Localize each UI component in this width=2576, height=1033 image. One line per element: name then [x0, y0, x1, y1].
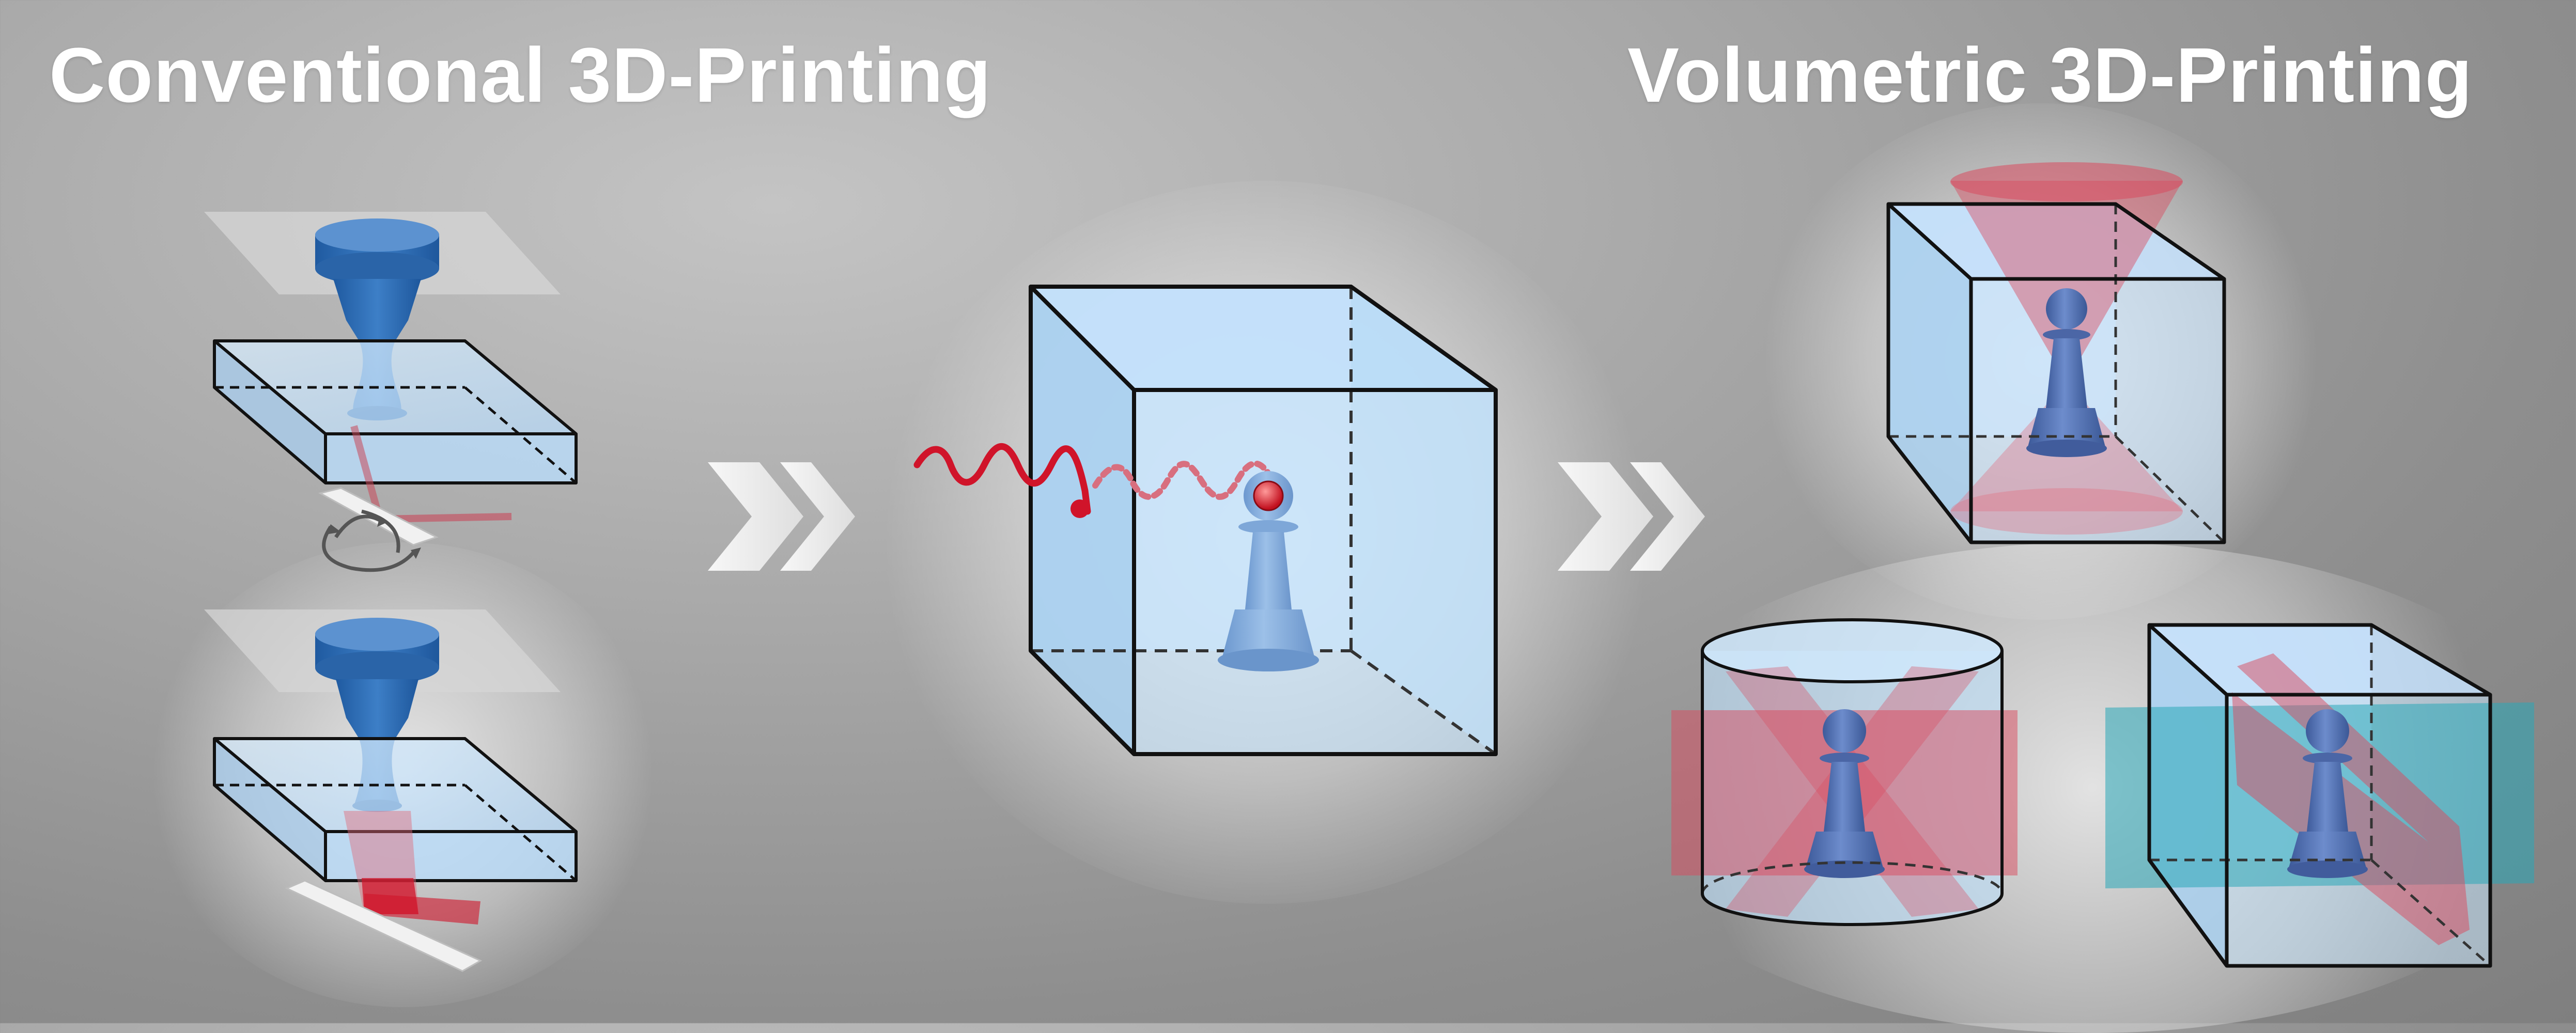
light-cone-top-rim — [1950, 162, 2183, 201]
rotate-arrows-icon — [322, 509, 421, 572]
pawn-icon — [1804, 709, 1885, 878]
focal-point — [1070, 499, 1089, 518]
mirror-icon — [285, 880, 483, 972]
volumetric-cylinder — [1671, 618, 2018, 926]
pawn-icon — [1218, 471, 1319, 671]
conventional-projection-setup — [204, 609, 578, 972]
arrow-chevron-icon — [1558, 462, 1705, 571]
light-wave-icon — [913, 443, 1274, 518]
volumetric-lightsheet-cube — [2105, 623, 2534, 968]
pawn-icon — [2287, 709, 2368, 878]
conventional-scanning-setup — [204, 212, 578, 572]
arrow-chevron-icon — [708, 462, 855, 571]
volumetric-top-cube — [1886, 162, 2226, 544]
resin-vat — [213, 737, 578, 882]
resin-vat — [213, 339, 578, 484]
title-conventional: Conventional 3D-Printing — [49, 32, 991, 118]
light-cone-bottom-rim — [1950, 488, 2183, 535]
title-volumetric: Volumetric 3D-Printing — [1627, 32, 2473, 118]
light-cone-top — [1950, 181, 2183, 382]
focal-point — [1253, 480, 1284, 511]
projected-light-beam — [364, 894, 480, 925]
